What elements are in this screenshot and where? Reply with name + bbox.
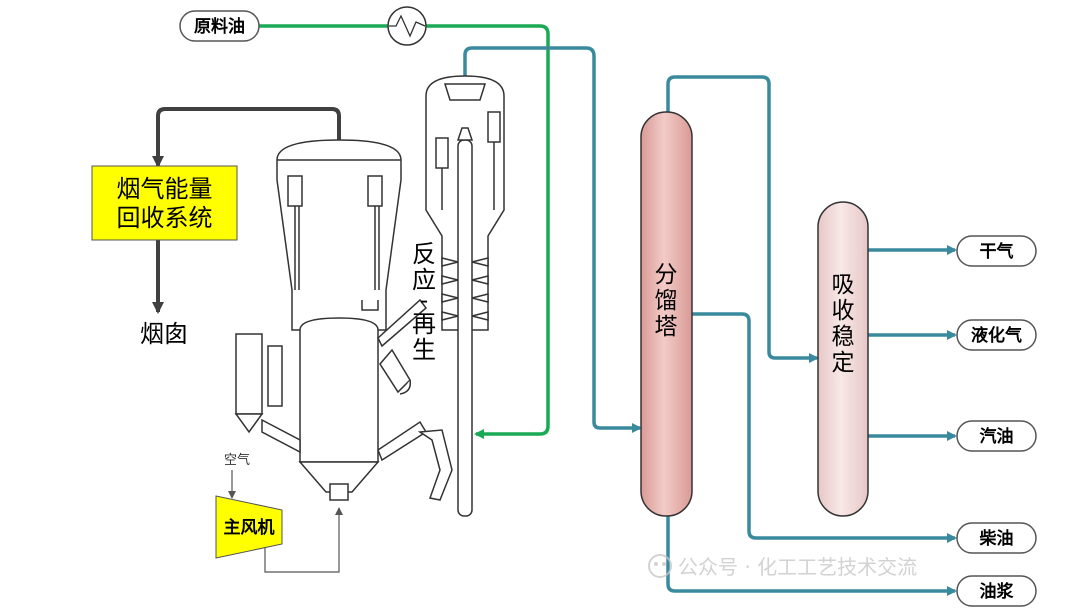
- reactor-regenerator-label: 反 应 - 再 生: [412, 240, 436, 364]
- overhead-line: [666, 75, 819, 363]
- lpg-text: 液化气: [971, 325, 1022, 346]
- rr-char-3: -: [420, 286, 428, 314]
- regenerator-vessel: [234, 139, 453, 501]
- rr-char-4: 再: [412, 310, 436, 338]
- rr-char-5: 生: [412, 336, 436, 364]
- chimney-label: 烟囱: [140, 320, 188, 348]
- slurry-text: 油浆: [980, 581, 1015, 602]
- reactor-vessel: [425, 75, 505, 517]
- diesel-line: [692, 312, 957, 543]
- energy-recovery-line1: 烟气能量: [117, 175, 213, 203]
- main-blower: 主风机: [215, 495, 283, 559]
- feed-line: [259, 24, 550, 439]
- main-blower-label: 主风机: [224, 517, 275, 538]
- air-label: 空气: [224, 452, 250, 468]
- slurry-line: [666, 512, 957, 596]
- watermark-text: 公众号 · 化工工艺技术交流: [678, 555, 917, 579]
- feed-label: 原料油: [179, 10, 260, 42]
- energy-recovery-line2: 回收系统: [117, 204, 213, 232]
- fractionator-char-1: 分: [655, 262, 678, 288]
- absorber-char-2: 收: [832, 298, 855, 324]
- rr-char-2: 应: [412, 266, 436, 294]
- product-lines: [868, 245, 957, 441]
- absorber-char-1: 吸: [832, 272, 855, 298]
- flue-gas-line: [152, 107, 341, 314]
- absorber-column: 吸 收 稳 定: [817, 201, 869, 517]
- gasoline-text: 汽油: [980, 426, 1014, 447]
- absorber-char-3: 稳: [832, 324, 855, 350]
- watermark: 公众号 · 化工工艺技术交流: [648, 554, 917, 579]
- product-slurry: 油浆: [956, 575, 1037, 607]
- product-dry-gas: 干气: [956, 235, 1037, 267]
- fractionator-char-3: 塔: [655, 314, 678, 340]
- rr-char-1: 反: [412, 240, 436, 268]
- feed-label-text: 原料油: [194, 16, 245, 37]
- dry-gas-text: 干气: [980, 241, 1014, 262]
- reactor-vapor-line: [463, 46, 642, 433]
- product-diesel: 柴油: [956, 522, 1037, 554]
- diesel-text: 柴油: [979, 528, 1014, 549]
- fractionator-char-2: 馏: [655, 288, 678, 314]
- air-line: [228, 470, 343, 573]
- absorber-char-4: 定: [832, 350, 855, 376]
- fractionator-column: 分 馏 塔: [640, 111, 693, 517]
- product-gasoline: 汽油: [956, 420, 1037, 452]
- product-lpg: 液化气: [956, 319, 1037, 351]
- heat-exchanger-icon: [387, 6, 427, 46]
- energy-recovery-box: 烟气能量 回收系统: [91, 165, 238, 241]
